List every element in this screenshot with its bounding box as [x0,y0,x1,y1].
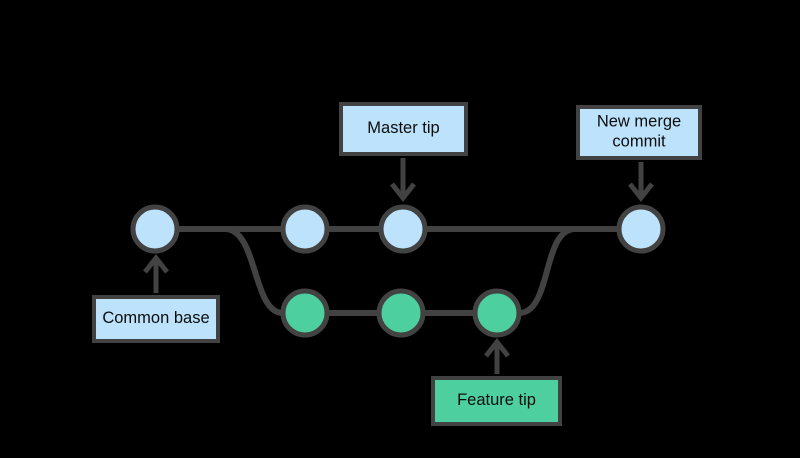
branch-out-curve [222,226,286,316]
commit-node-merge-commit[interactable] [616,204,666,254]
svg-text:Feature tip: Feature tip [457,391,536,409]
merge-in-curve [516,226,578,316]
arrow-common-base [143,253,169,293]
commit-node-feature-tip[interactable] [472,288,522,338]
label-line: commit [612,133,666,151]
label-line: Feature tip [457,391,536,409]
label-arrows-group [143,158,654,374]
edges-group [177,226,619,316]
commit-nodes-group [130,204,666,338]
commit-node-master-tip[interactable] [378,204,428,254]
commit-node-master-2[interactable] [280,204,330,254]
label-box-common-base[interactable]: Common base [92,295,220,343]
commit-node-feature-1[interactable] [280,288,330,338]
arrow-new-merge-commit [628,162,654,203]
label-boxes-group: Common base Master tip New merge commit F… [92,102,702,426]
label-box-master-tip[interactable]: Master tip [339,102,468,156]
commit-node-feature-2[interactable] [376,288,426,338]
svg-text:Common base: Common base [102,309,209,327]
arrow-master-tip [390,158,416,203]
arrow-feature-tip [484,337,510,374]
label-line: New merge [597,113,681,131]
label-box-feature-tip[interactable]: Feature tip [431,376,562,426]
label-box-new-merge-commit[interactable]: New merge commit [576,105,702,160]
svg-text:Master tip: Master tip [367,119,439,137]
commit-node-common-base[interactable] [130,204,180,254]
label-line: Common base [102,309,209,327]
label-line: Master tip [367,119,439,137]
